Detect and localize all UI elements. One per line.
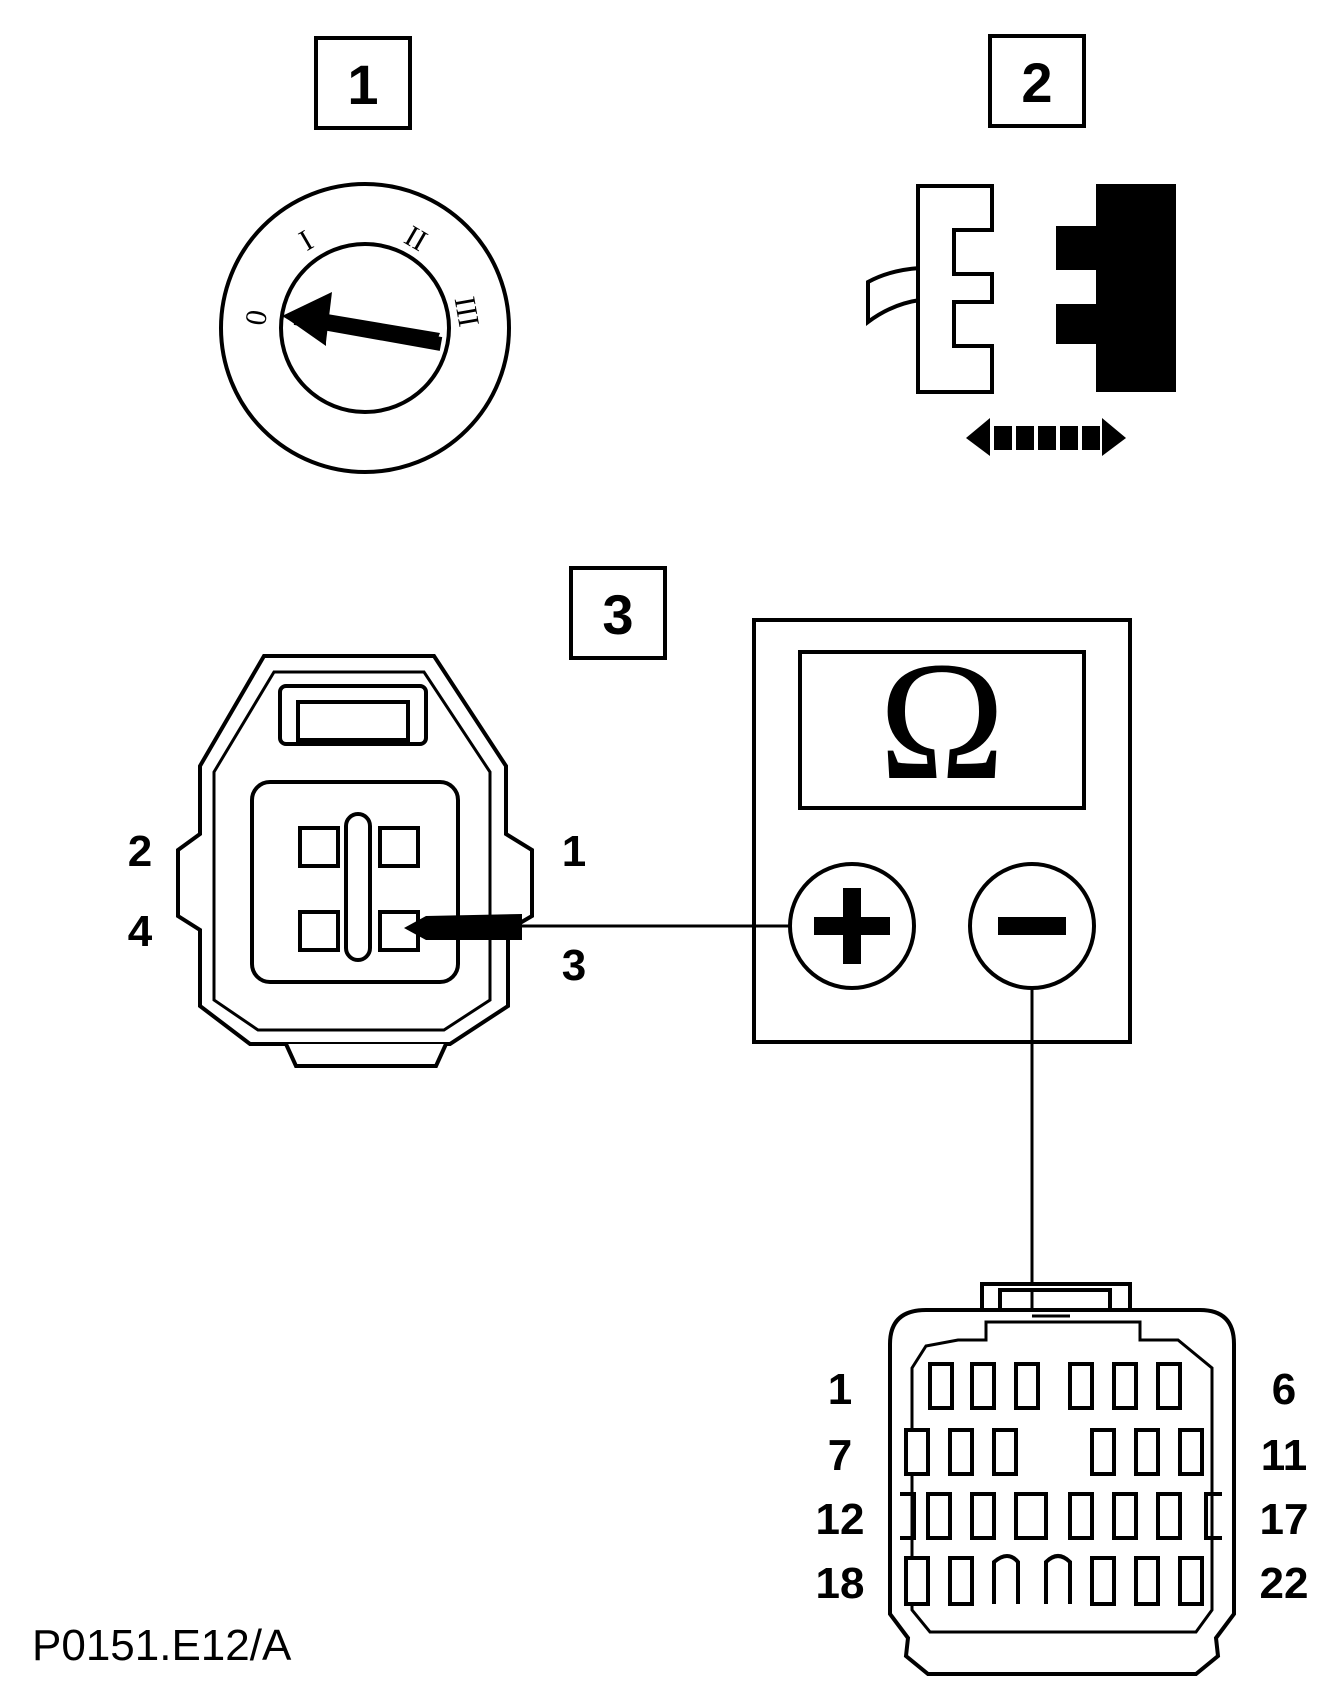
ohmmeter-icon: Ω (752, 618, 1132, 1044)
step-1-box: 1 (314, 36, 412, 130)
module-pin-6-label: 6 (1272, 1365, 1296, 1414)
sensor-pin-1-label: 1 (562, 827, 586, 876)
connector-disconnect-icon (866, 184, 1176, 456)
sensor-pin-2-label: 2 (128, 827, 152, 876)
ignition-position-3: III (448, 294, 486, 329)
module-pin-18-label: 18 (816, 1559, 865, 1608)
sensor-pin-4-label: 4 (128, 907, 153, 956)
module-pin-17-label: 17 (1260, 1495, 1309, 1544)
sensor-pin-3-label: 3 (562, 941, 586, 990)
ohm-symbol: Ω (879, 627, 1005, 815)
step-3-label: 3 (602, 583, 633, 646)
module-pin-22-label: 22 (1260, 1559, 1309, 1608)
negative-terminal-icon (968, 862, 1096, 990)
figure-reference-code: P0151.E12/A (32, 1621, 292, 1670)
step-3-box: 3 (569, 566, 667, 660)
positive-test-lead (404, 914, 790, 940)
module-pin-11-label: 11 (1261, 1431, 1308, 1480)
ignition-switch-icon: 0 I II III (219, 182, 511, 474)
module-pin-7-label: 7 (828, 1431, 852, 1480)
positive-terminal-icon (788, 862, 916, 990)
step-1-label: 1 (347, 53, 378, 116)
step-2-label: 2 (1021, 51, 1052, 114)
module-connector-icon (888, 1282, 1236, 1676)
ignition-position-0: 0 (239, 307, 274, 328)
module-pin-12-label: 12 (816, 1495, 865, 1544)
step-2-box: 2 (988, 34, 1086, 128)
sensor-connector-icon (176, 654, 534, 1068)
module-pin-1-label: 1 (828, 1365, 852, 1414)
